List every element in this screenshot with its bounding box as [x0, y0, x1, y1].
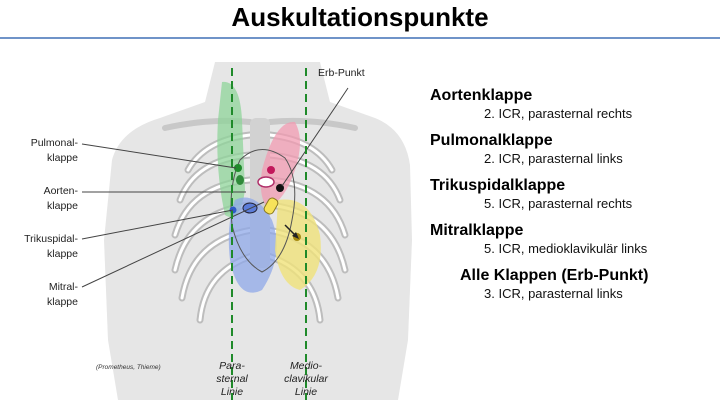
label-pulmonal: Pulmonal- klappe [30, 137, 78, 164]
page-title: Auskultationspunkte [231, 2, 489, 32]
auscultation-figure: Pulmonal- klappe Aorten- klappe Trikuspi… [0, 40, 420, 405]
valve-pulmonal [236, 175, 244, 185]
valve-item-erb: Alle Klappen (Erb-Punkt) 3. ICR, paraste… [460, 267, 649, 301]
point-pulmonal [234, 164, 242, 172]
leader-lines [81, 87, 349, 288]
valve-item-pulmonal: Pulmonalklappe 2. ICR, parasternal links [430, 132, 623, 166]
zone-trikuspidal [275, 199, 321, 290]
label-trikuspidal: Trikuspidal- klappe [24, 233, 78, 260]
label-parasternal-line: Para- sternal Linie [216, 360, 248, 398]
apex-arrowhead [292, 232, 299, 239]
point-aorten [267, 166, 275, 174]
image-credit: (Prometheus, Thieme) [96, 364, 161, 371]
thorax-illustration [81, 62, 412, 400]
valve-list: Aortenklappe 2. ICR, parasternal rechts … [430, 86, 715, 311]
valve-item-trikuspidal: Trikuspidalklappe 5. ICR, parasternal re… [430, 177, 633, 211]
valve-item-aorten: Aortenklappe 2. ICR, parasternal rechts [430, 87, 633, 121]
label-erb: Erb-Punkt [318, 67, 365, 79]
valve-trikuspidal [263, 197, 279, 215]
clavicle-left [267, 117, 358, 131]
label-medioclavicular-line: Medio- clavikular Linie [284, 360, 328, 398]
valve-aorten [257, 176, 275, 188]
label-aorten: Aorten- klappe [43, 185, 78, 212]
label-mitral: Mitral- klappe [47, 281, 78, 308]
zone-mitral [228, 197, 277, 293]
valve-item-mitral: Mitralklappe 5. ICR, medioklavikulär lin… [430, 222, 648, 256]
title-divider [0, 37, 720, 39]
